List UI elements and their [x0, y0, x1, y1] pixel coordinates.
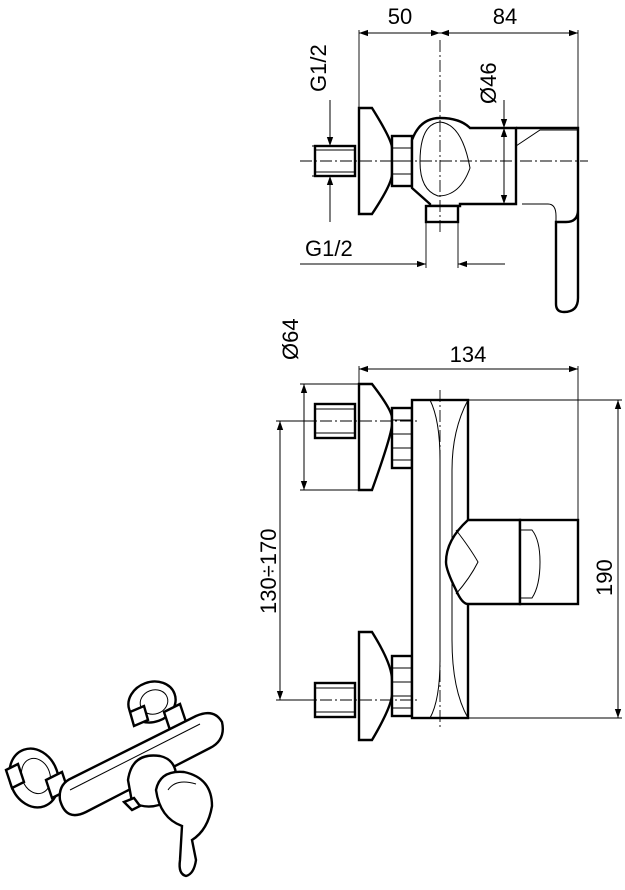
- dim-d64: Ø64: [278, 318, 303, 360]
- dim-50: 50: [388, 4, 412, 29]
- front-view: Ø64 134 130÷170 190: [256, 318, 622, 742]
- dim-d46: Ø46: [476, 62, 501, 104]
- isometric-view: [4, 680, 224, 878]
- mixer-body: [410, 116, 518, 208]
- body-drop-outline: [419, 121, 471, 197]
- front-handle: [518, 518, 580, 606]
- iso-outlet: [121, 796, 142, 812]
- upper-nut: [390, 406, 414, 470]
- dim-130-170: 130÷170: [256, 529, 281, 615]
- lower-nut: [390, 654, 414, 718]
- iso-right-nipple: [128, 704, 150, 728]
- iso-left-nipple: [4, 762, 26, 790]
- side-view: 50 84 G1/2 Ø46 G1/2: [300, 4, 588, 314]
- cartridge-housing: [444, 518, 522, 606]
- dim-g12-outlet: G1/2: [305, 236, 353, 261]
- dim-g12-inlet: G1/2: [306, 44, 331, 92]
- dim-84: 84: [493, 4, 517, 29]
- iso-lever-handle: [154, 770, 214, 878]
- lever-handle: [516, 126, 580, 314]
- outlet-spout: [424, 204, 460, 224]
- upper-wall-flange: [357, 382, 394, 492]
- lower-wall-flange: [357, 630, 394, 742]
- dim-190: 190: [592, 559, 617, 596]
- dim-134: 134: [450, 342, 487, 367]
